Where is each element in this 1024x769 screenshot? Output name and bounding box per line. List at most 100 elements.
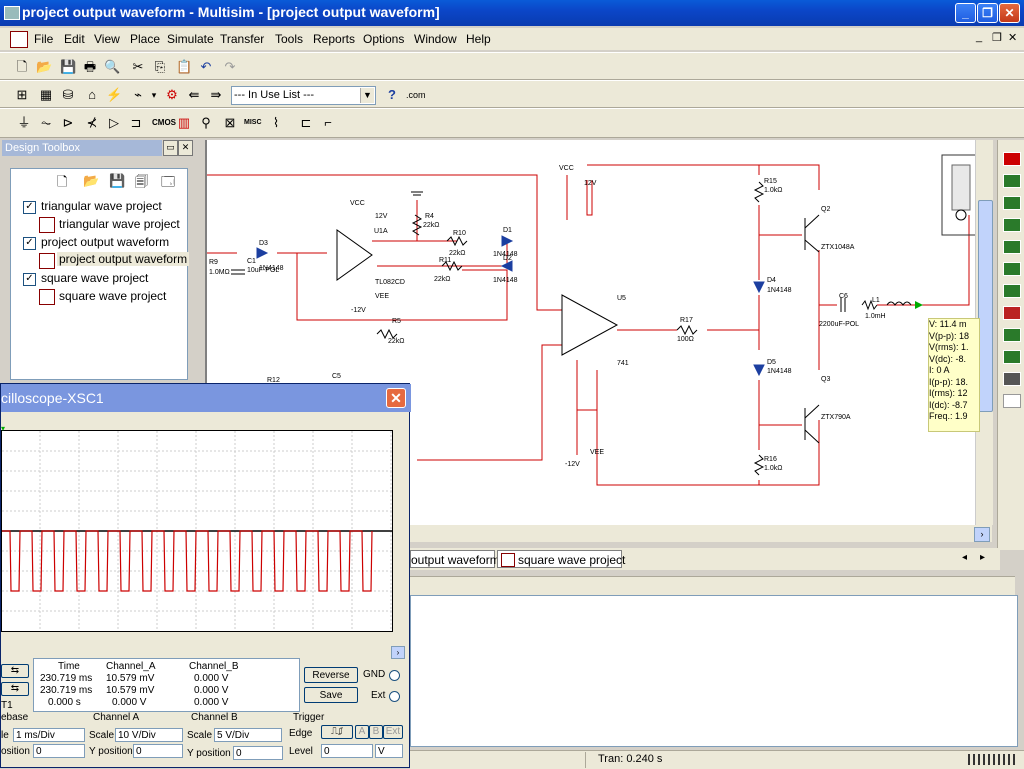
iv-analyzer-icon[interactable] xyxy=(1003,350,1021,364)
timebase-position-input[interactable]: 0 xyxy=(33,744,85,758)
document-icon[interactable] xyxy=(10,31,28,48)
new-design-icon[interactable]: 🗋 xyxy=(57,174,68,189)
function-generator-icon[interactable] xyxy=(1003,174,1021,188)
schematic-horizontal-scrollbar[interactable]: › xyxy=(410,525,992,542)
grapher-icon[interactable]: ⚡ xyxy=(106,87,123,102)
web-icon[interactable]: .com xyxy=(406,90,426,100)
undo-icon[interactable]: ↶ xyxy=(200,59,212,74)
copy-icon[interactable]: ⎘ xyxy=(154,59,166,74)
spreadsheet-icon[interactable]: ▦ xyxy=(39,87,53,102)
tree-item-output[interactable]: project output waveform xyxy=(41,235,170,249)
checkbox-square[interactable]: ✓ xyxy=(23,273,36,286)
timebase-scale-input[interactable]: 1 ms/Div xyxy=(13,728,85,742)
save-icon[interactable]: 💾 xyxy=(60,59,77,74)
toolbox-close-icon[interactable]: ✕ xyxy=(178,140,193,156)
diode-icon[interactable]: ⊳ xyxy=(62,115,74,130)
ext-radio[interactable] xyxy=(389,691,400,702)
scroll-right-icon[interactable]: › xyxy=(974,527,990,542)
indicator-icon[interactable]: ⚲ xyxy=(201,115,211,130)
chevron-down-icon[interactable]: ▼ xyxy=(360,88,374,103)
menu-file[interactable]: File xyxy=(34,32,54,46)
menu-reports[interactable]: Reports xyxy=(313,32,356,46)
cursor-t1-marker-icon[interactable]: ▾ xyxy=(1,424,6,433)
oscilloscope-icon[interactable] xyxy=(1003,218,1021,232)
menu-view[interactable]: View xyxy=(94,32,120,46)
tab-scroll-left-icon[interactable]: ◂ xyxy=(962,552,968,563)
close-design-icon[interactable]: 🗐 xyxy=(135,174,148,189)
frequency-counter-icon[interactable] xyxy=(1003,262,1021,276)
reverse-button[interactable]: Reverse xyxy=(304,667,358,683)
channel-b-position-input[interactable]: 0 xyxy=(233,746,283,760)
postprocessor-icon[interactable]: ⚙ xyxy=(166,87,178,102)
oscilloscope-screen[interactable] xyxy=(1,430,393,632)
minimize-button[interactable]: _ xyxy=(955,3,976,23)
menu-tools[interactable]: Tools xyxy=(275,32,304,46)
results-area[interactable] xyxy=(410,595,1018,747)
tree-item-square[interactable]: square wave project xyxy=(41,271,149,285)
trigger-ext-button[interactable]: Ext xyxy=(383,725,403,739)
toolbox-restore-icon[interactable]: ▭ xyxy=(163,140,178,156)
close-button[interactable]: ✕ xyxy=(999,3,1020,23)
component-icon[interactable]: ⌂ xyxy=(88,87,96,102)
transistor-icon[interactable]: ⊀ xyxy=(86,115,98,130)
menu-help[interactable]: Help xyxy=(466,32,491,46)
scrollbar-thumb[interactable] xyxy=(978,200,993,412)
spectrum-analyzer-icon[interactable] xyxy=(1003,394,1021,408)
menu-simulate[interactable]: Simulate xyxy=(167,32,214,46)
cursor1-arrows-button[interactable]: ⇆ xyxy=(1,664,29,678)
checkbox-triangular[interactable]: ✓ xyxy=(23,201,36,214)
trigger-level-unit[interactable]: V xyxy=(375,744,403,758)
back-annotate-icon[interactable]: ⇚ xyxy=(188,87,200,102)
menu-edit[interactable]: Edit xyxy=(64,32,85,46)
analysis-icon[interactable]: ⌁ xyxy=(134,87,142,102)
menu-place[interactable]: Place xyxy=(130,32,161,46)
open-design-icon[interactable]: 📂 xyxy=(83,173,100,188)
tree-view-icon[interactable]: 🗔 xyxy=(161,174,176,189)
tree-child-output[interactable]: project output waveform xyxy=(57,252,190,266)
logic-converter-icon[interactable] xyxy=(1003,328,1021,342)
misc-icon[interactable]: MISC xyxy=(244,119,262,126)
trigger-a-button[interactable]: A xyxy=(355,725,369,739)
mdi-close-button[interactable]: ✕ xyxy=(1008,32,1018,44)
mdi-minimize-button[interactable]: _ xyxy=(976,31,983,43)
trigger-level-input[interactable]: 0 xyxy=(321,744,373,758)
cursor2-arrows-button[interactable]: ⇆ xyxy=(1,682,29,696)
print-icon[interactable]: 🖶 xyxy=(83,59,97,74)
restore-button[interactable]: ❐ xyxy=(977,3,998,23)
wire-icon[interactable]: ⌐ xyxy=(324,115,332,130)
menu-options[interactable]: Options xyxy=(363,32,405,46)
oscilloscope-scrollbar[interactable]: › xyxy=(1,646,407,659)
scroll-right-icon[interactable]: › xyxy=(391,646,405,659)
cmos-icon[interactable]: CMOS xyxy=(152,118,176,127)
new-icon[interactable]: 🗋 xyxy=(16,59,28,74)
redo-icon[interactable]: ↷ xyxy=(224,59,236,74)
print-preview-icon[interactable]: 🔍 xyxy=(104,59,121,74)
cut-icon[interactable]: ✂ xyxy=(132,59,144,74)
tree-child-triangular[interactable]: triangular wave project xyxy=(59,217,180,231)
channel-a-scale-input[interactable]: 10 V/Div xyxy=(115,728,183,742)
channel-b-scale-input[interactable]: 5 V/Div xyxy=(214,728,282,742)
edge-rising-falling-button[interactable]: ⎍⎎ xyxy=(321,725,353,739)
source-icon[interactable]: ⏚ xyxy=(17,115,31,130)
save-design-icon[interactable]: 💾 xyxy=(109,173,126,188)
wattmeter-icon[interactable] xyxy=(1003,196,1021,210)
power-icon[interactable]: ⊠ xyxy=(224,115,236,130)
forward-annotate-icon[interactable]: ⇛ xyxy=(210,87,222,102)
trigger-b-button[interactable]: B xyxy=(369,725,383,739)
rf-icon[interactable]: ⌇ xyxy=(272,115,280,130)
mdi-restore-button[interactable]: ❐ xyxy=(992,32,1002,44)
ttl-icon[interactable]: ⊐ xyxy=(130,115,142,130)
bode-plotter-icon[interactable] xyxy=(1003,240,1021,254)
tree-child-square[interactable]: square wave project xyxy=(59,289,167,303)
menu-transfer[interactable]: Transfer xyxy=(220,32,265,46)
paste-icon[interactable]: 📋 xyxy=(176,59,193,74)
tree-item-triangular[interactable]: triangular wave project xyxy=(41,199,162,213)
in-use-list-select[interactable]: --- In Use List --- ▼ xyxy=(231,86,376,105)
checkbox-output[interactable]: ✓ xyxy=(23,237,36,250)
open-icon[interactable]: 📂 xyxy=(36,59,53,74)
resistor-icon[interactable]: ⏦ xyxy=(40,115,52,130)
word-generator-icon[interactable] xyxy=(1003,284,1021,298)
tab-output-waveform[interactable]: output waveform xyxy=(410,550,500,568)
menu-window[interactable]: Window xyxy=(414,32,457,46)
database-icon[interactable]: ⛁ xyxy=(62,87,74,102)
